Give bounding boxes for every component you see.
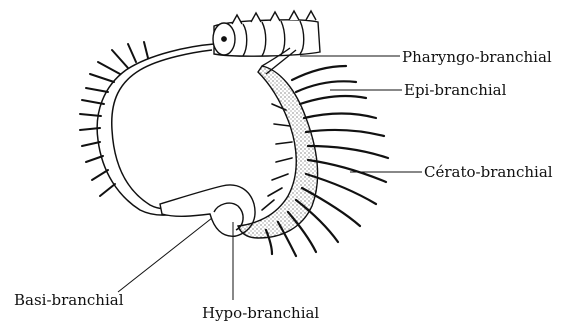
- basi-leader: [118, 218, 212, 292]
- label-epi-branchial: Epi-branchial: [404, 81, 507, 99]
- label-pharyngo-branchial: Pharyngo-branchial: [402, 48, 552, 66]
- left-gill-rakers: [80, 42, 148, 196]
- label-hypo-branchial: Hypo-branchial: [202, 304, 319, 322]
- label-cerato-branchial: Cérato-branchial: [424, 163, 553, 181]
- left-arch-limb: [97, 44, 214, 215]
- vertebral-column: [213, 11, 320, 56]
- label-basi-branchial: Basi-branchial: [14, 291, 124, 309]
